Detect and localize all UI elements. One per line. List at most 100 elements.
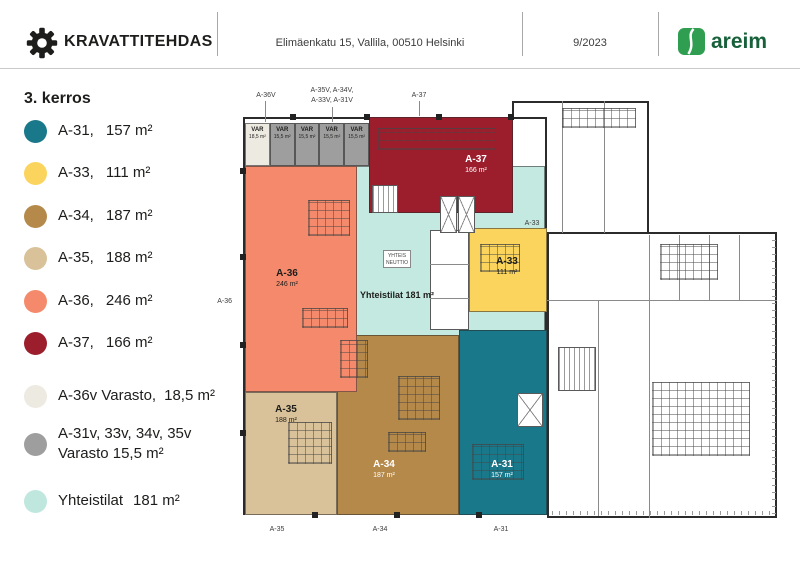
column-marker bbox=[240, 254, 246, 260]
storage-a31v: VAR 15,5 m² bbox=[344, 123, 369, 166]
column-marker bbox=[364, 114, 370, 120]
desk-cluster bbox=[652, 382, 750, 456]
room-a34-label: A-34 187 m² bbox=[373, 459, 395, 479]
legend-swatch-a34 bbox=[24, 205, 47, 228]
outer-label-a36v: A-36V bbox=[256, 92, 276, 99]
legend-label: A-33, bbox=[58, 164, 94, 182]
leader-line bbox=[332, 107, 333, 122]
desk-cluster bbox=[378, 128, 496, 150]
elevator-box bbox=[458, 196, 475, 233]
elevator-box bbox=[440, 196, 457, 233]
areim-brand: areim bbox=[678, 28, 767, 55]
legend-item-a37: A-37, 166 m² bbox=[24, 332, 153, 355]
legend-swatch-yhteistilat bbox=[24, 490, 47, 513]
desk-cluster bbox=[398, 376, 440, 420]
legend-swatch-varasto bbox=[24, 432, 47, 456]
header-divider bbox=[217, 12, 218, 56]
storage-a35v: VAR 15,5 m² bbox=[269, 123, 295, 166]
header-divider bbox=[658, 12, 659, 56]
core-rooms bbox=[430, 230, 469, 330]
column-marker bbox=[290, 114, 296, 120]
wall-line bbox=[547, 300, 777, 301]
floor-plan: VAR 18,5 m² VAR 15,5 m² VAR 15,5 m² VAR … bbox=[217, 84, 780, 554]
legend-item-a35: A-35, 188 m² bbox=[24, 247, 153, 270]
column-marker bbox=[394, 512, 400, 518]
legend-area: 246 m² bbox=[105, 292, 153, 310]
legend-area: Varasto 15,5 m² bbox=[58, 445, 164, 463]
legend-area: 181 m² bbox=[133, 492, 180, 510]
legend-swatch-a33 bbox=[24, 162, 47, 185]
legend-area: 188 m² bbox=[105, 249, 153, 267]
legend-label: A-31v, 33v, 34v, 35v bbox=[58, 425, 192, 442]
header-rule bbox=[0, 68, 800, 69]
wall-line bbox=[562, 101, 563, 233]
legend-swatch-a36v bbox=[24, 385, 47, 408]
outer-label-a31: A-31 bbox=[493, 526, 509, 533]
outer-label-a37: A-37 bbox=[411, 92, 427, 99]
legend-area: 187 m² bbox=[105, 207, 153, 225]
legend-label: A-31, bbox=[58, 122, 94, 140]
yhteistilat-label: Yhteistilat 181 m² bbox=[359, 290, 435, 300]
areim-brand-text: areim bbox=[711, 29, 768, 53]
legend-label: Yhteistilat bbox=[58, 492, 124, 510]
legend-label: A-37, bbox=[58, 334, 94, 352]
room-a35-label: A-35 188 m² bbox=[275, 404, 297, 424]
legend-item-a31: A-31,157 m² bbox=[24, 120, 153, 143]
desk-cluster bbox=[660, 244, 718, 280]
header-date: 9/2023 bbox=[573, 37, 607, 49]
outer-label-var-group-line2: A-33V, A-31V bbox=[311, 97, 353, 104]
column-marker bbox=[312, 512, 318, 518]
staircase bbox=[558, 347, 596, 391]
outer-label-a34: A-34 bbox=[372, 526, 388, 533]
legend-item-a36v: A-36v Varasto,18,5 m² bbox=[24, 385, 215, 408]
legend-label: A-36, bbox=[58, 292, 94, 310]
outer-label-var-group-line1: A-35V, A-34V, bbox=[310, 87, 354, 94]
room-a33-label: A-33 111 m² bbox=[496, 256, 518, 276]
legend-swatch-a31 bbox=[24, 120, 47, 143]
leader-line bbox=[265, 101, 266, 122]
legend-area: 166 m² bbox=[105, 334, 153, 352]
company-gear-logo-icon bbox=[26, 27, 58, 59]
legend-area: 111 m² bbox=[105, 164, 151, 182]
storage-a36v: VAR 18,5 m² bbox=[245, 123, 270, 166]
room-a31-label: A-31 157 m² bbox=[491, 459, 513, 479]
outer-label-a33: A-33 bbox=[524, 220, 540, 227]
column-marker bbox=[240, 342, 246, 348]
areim-logo-icon bbox=[678, 28, 705, 55]
legend-label: A-35, bbox=[58, 249, 94, 267]
legend-item-a33: A-33, 111 m² bbox=[24, 162, 150, 185]
room-a37-label: A-37 166 m² bbox=[465, 154, 487, 174]
legend-area: 18,5 m² bbox=[164, 387, 215, 405]
small-room-label: YHTEIS NEUTTIO bbox=[383, 250, 411, 268]
header-divider bbox=[522, 12, 523, 56]
storage-a34v: VAR 15,5 m² bbox=[294, 123, 320, 166]
staircase bbox=[372, 185, 398, 213]
storage-row: VAR 18,5 m² VAR 15,5 m² VAR 15,5 m² VAR … bbox=[245, 123, 369, 166]
header-address: Elimäenkatu 15, Vallila, 00510 Helsinki bbox=[275, 37, 465, 49]
legend-item-a34: A-34, 187 m² bbox=[24, 205, 153, 228]
legend-item-varasto-group: A-31v, 33v, 34v, 35v Varasto 15,5 m² bbox=[24, 424, 191, 465]
window-ticks bbox=[772, 238, 776, 514]
column-marker bbox=[240, 168, 246, 174]
floor-title: 3. kerros bbox=[24, 90, 91, 107]
column-marker bbox=[436, 114, 442, 120]
column-marker bbox=[240, 430, 246, 436]
legend-label: A-34, bbox=[58, 207, 94, 225]
wall-line bbox=[739, 235, 740, 300]
desk-cluster bbox=[308, 200, 350, 236]
wall-line bbox=[649, 235, 650, 518]
outer-label-a36: A-36 bbox=[217, 298, 232, 305]
storage-a33v: VAR 15,5 m² bbox=[319, 123, 345, 166]
legend-swatch-a35 bbox=[24, 247, 47, 270]
column-marker bbox=[508, 114, 514, 120]
leader-line bbox=[419, 101, 420, 116]
wall-line bbox=[430, 264, 469, 265]
desk-cluster bbox=[340, 340, 368, 378]
wall-line bbox=[430, 298, 469, 299]
wall-line bbox=[604, 101, 605, 233]
legend-swatch-a36 bbox=[24, 290, 47, 313]
desk-cluster bbox=[288, 422, 332, 464]
legend-swatch-a37 bbox=[24, 332, 47, 355]
legend-item-a36: A-36, 246 m² bbox=[24, 290, 153, 313]
